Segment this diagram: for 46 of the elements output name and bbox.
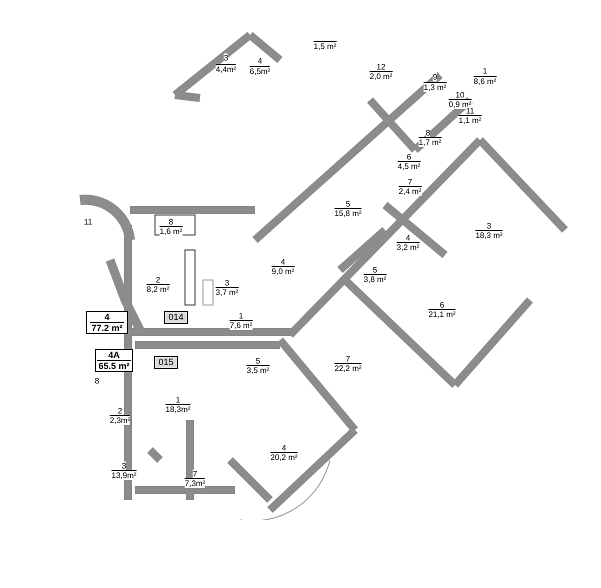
room-area-label: 7,3m² [184, 478, 206, 488]
room-area-label: 18,3m² [166, 404, 190, 414]
room-area-label: 2,4 m² [398, 186, 422, 196]
room-area-label: 13,9m² [112, 470, 136, 480]
room-number-label: 1 [482, 66, 488, 76]
room-area-label: 3,8 m² [364, 274, 386, 284]
room-area-label: 8,2 m² [146, 284, 170, 294]
room-area-label: 15,8 m² [334, 208, 362, 218]
room-number-label: 4 [258, 56, 262, 66]
room-area-label: 2,3m² [110, 415, 130, 425]
room-number-label: 3 [224, 54, 228, 62]
room-area-label: 18,3 m² [475, 230, 503, 240]
room-area-label: 1,3 m² [424, 82, 446, 92]
room-number-label: 1 [238, 312, 244, 320]
room-area-label: 1,7 m² [418, 137, 442, 147]
room-number-label: 11 [466, 106, 474, 116]
room-area-label: 3,5 m² [246, 365, 270, 375]
room-number-label: 10 [456, 90, 464, 100]
room-area-label: 1,6 m² [160, 226, 182, 236]
room-number-label: 7 [346, 354, 350, 364]
room-number-label: 7 [408, 178, 412, 186]
room-area-label: 3,2 m² [396, 242, 420, 252]
room-area-label: 1,5 m² [314, 41, 336, 51]
apartment-tag: 4A 65.5 m² [95, 349, 133, 372]
apartment-tag: 4 77.2 m² [86, 311, 128, 334]
room-number-label: 12 [376, 62, 386, 72]
room-number-label: 1 [176, 396, 180, 404]
room-number-label: 7 [192, 470, 198, 478]
room-area-label: 2,0 m² [370, 71, 392, 81]
room-area-label: 0,9 m² [448, 99, 472, 109]
room-area-label: 4,5 m² [398, 161, 420, 171]
room-area-label: 3,7 m² [216, 287, 238, 297]
room-area-label: 6,5m² [250, 66, 270, 76]
room-number-label: 9 [432, 72, 438, 82]
room-area-label: 9,0 m² [272, 266, 294, 276]
room-area-label: 21,1 m² [428, 309, 456, 319]
room-number-label: 11 [84, 218, 92, 226]
room-area-label: 8,6 m² [474, 76, 496, 86]
unit-number-tag: 014 [164, 311, 188, 324]
room-area-label: 7,6 m² [230, 320, 252, 330]
room-area-label: 1,1 m² [458, 115, 482, 125]
room-area-label: 22,2 m² [334, 363, 362, 373]
unit-number-tag: 015 [154, 356, 178, 369]
room-area-label: 20,2 m² [270, 452, 298, 462]
room-number-label: 8 [94, 376, 100, 386]
room-area-label: 4,4m² [216, 64, 236, 74]
